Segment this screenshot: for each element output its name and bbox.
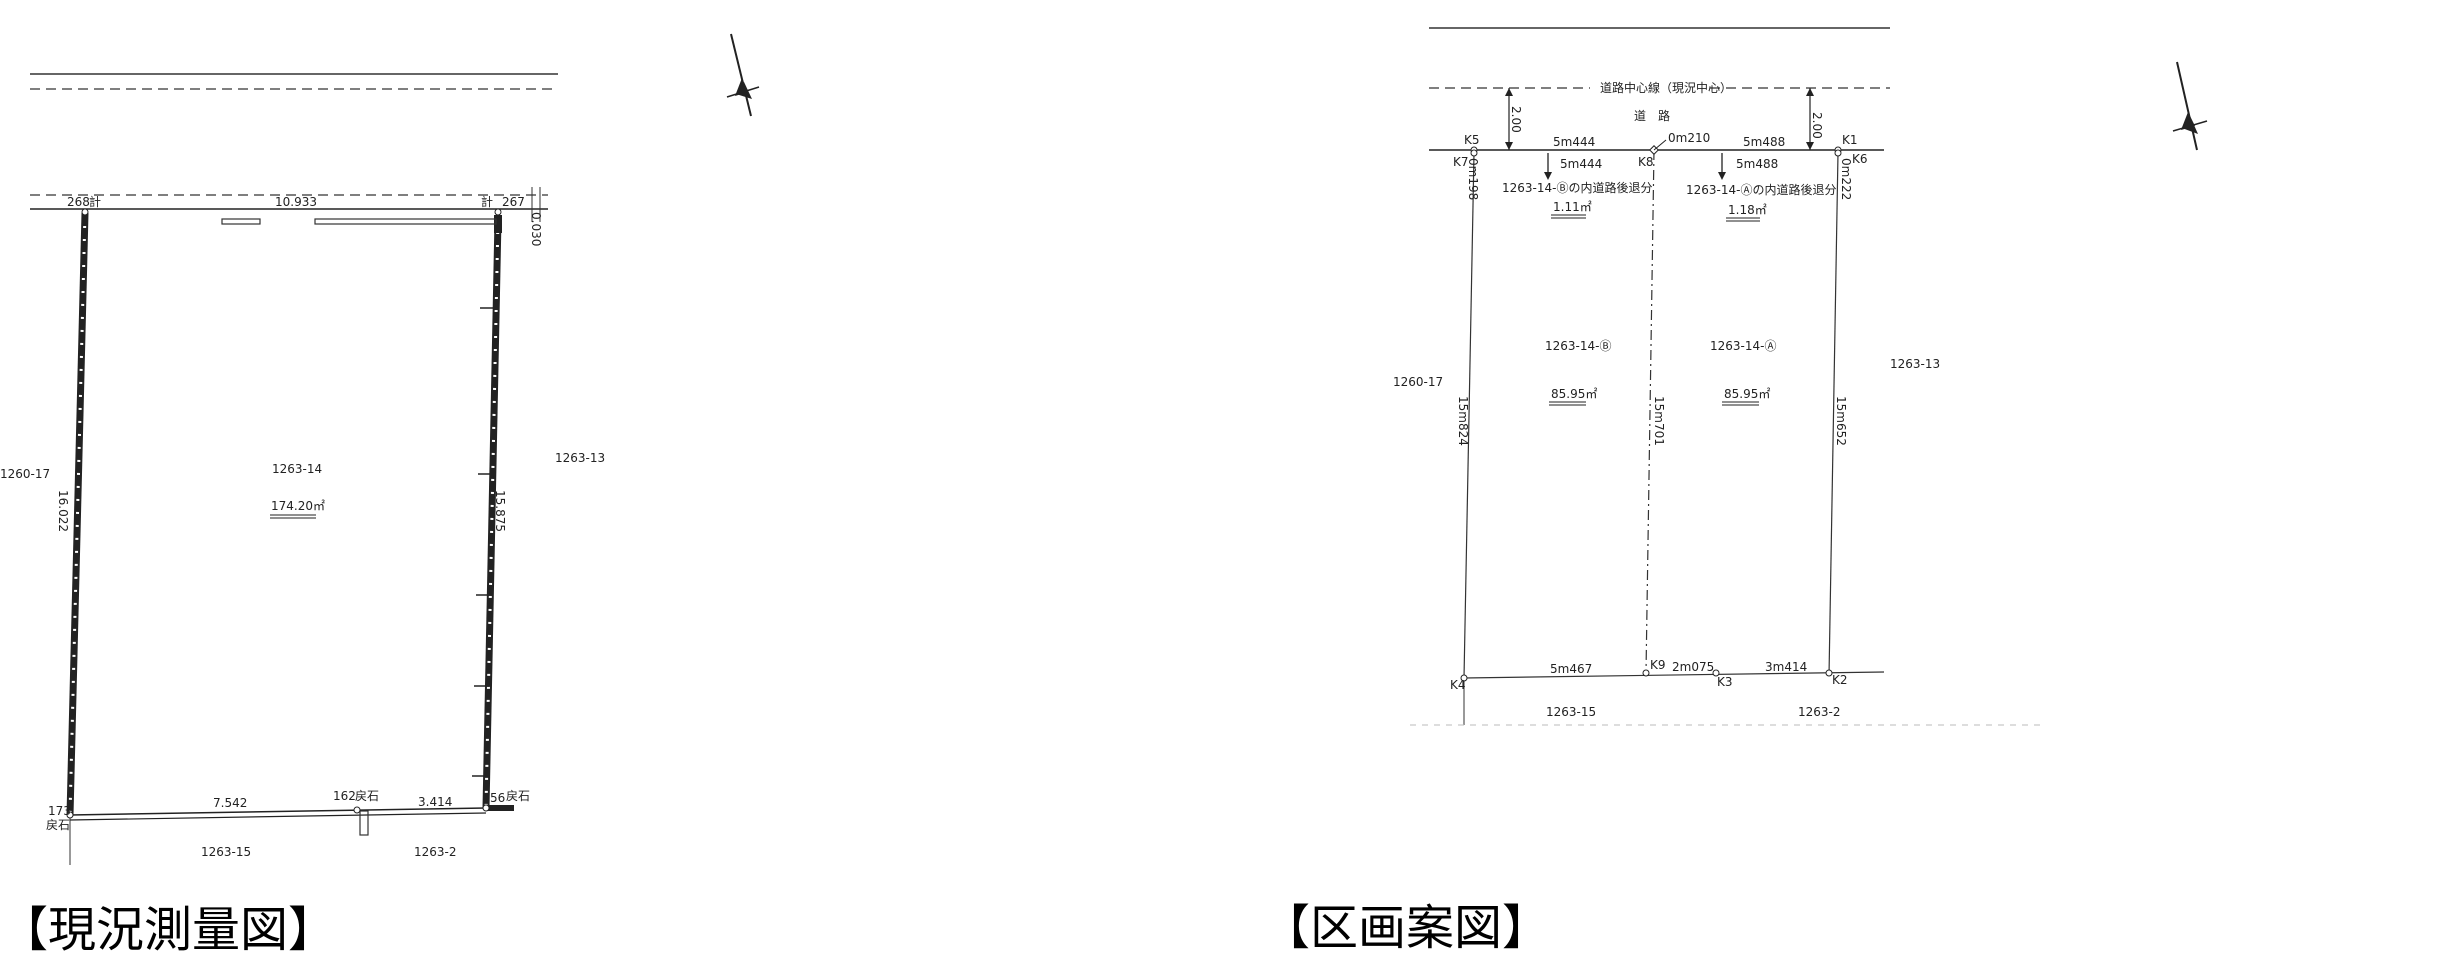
k1-label: K1 <box>1842 133 1858 147</box>
top-seg-right2: 5m488 <box>1736 157 1778 171</box>
top-seg-left: 5m444 <box>1553 135 1595 149</box>
left-boundary-wall <box>66 212 89 816</box>
setback-a-area: 1.18㎡ <box>1728 203 1767 217</box>
point-267 <box>494 208 502 216</box>
point-56 <box>482 804 490 812</box>
plan-neighbor-bottom-right: 1263-2 <box>1798 705 1841 719</box>
point-k4 <box>1460 674 1468 682</box>
lot-a-label: 1263-14-Ⓐ <box>1710 339 1776 353</box>
point-k3 <box>1712 669 1720 677</box>
plan-drawing: 道路中心線（現況中心） 道 路 2.00 2.00 <box>1393 27 2208 726</box>
survey-caption: 【現況測量図】 <box>0 902 337 958</box>
point-k2 <box>1825 669 1833 677</box>
k9-label: K9 <box>1650 658 1666 672</box>
left-length-label: 16.022 <box>56 490 70 532</box>
bottom-right-label: 3m414 <box>1765 660 1807 674</box>
plan-right-boundary <box>1828 152 1839 677</box>
plan-north-arrow-icon <box>2172 61 2208 151</box>
offset-value-label: 0.030 <box>529 212 543 246</box>
top-bar-left <box>221 218 261 225</box>
point-162-label: 162 <box>333 789 356 803</box>
ishi-162-label: 戻石 <box>355 789 379 803</box>
point-267-label: 267 <box>502 195 525 209</box>
survey-neighbor-bottom-right: 1263-2 <box>414 845 457 859</box>
point-k7 <box>1470 149 1478 157</box>
point-56-label: 56 <box>490 791 505 805</box>
survey-neighbor-left: 1260-17 <box>0 467 50 481</box>
k7-label: K7 <box>1453 155 1469 169</box>
k5-label: K5 <box>1464 133 1480 147</box>
plan-neighbor-right: 1263-13 <box>1890 357 1940 371</box>
plan-left-boundary <box>1463 152 1475 679</box>
plan-neighbor-bottom-left: 1263-15 <box>1546 705 1596 719</box>
lot-b-label: 1263-14-Ⓑ <box>1545 339 1611 353</box>
north-arrow-icon <box>726 33 760 117</box>
setback-b-label: 1263-14-Ⓑの内道路後退分 <box>1502 180 1652 195</box>
right-boundary-wall <box>482 218 502 809</box>
top-seg-left2: 5m444 <box>1560 157 1602 171</box>
k6-label: K6 <box>1852 152 1868 166</box>
right-length-label: 15.875 <box>493 490 507 532</box>
top-seg-right: 5m488 <box>1743 135 1785 149</box>
right-len-label: 15m652 <box>1834 396 1848 446</box>
setback-right-label: 2.00 <box>1810 112 1824 139</box>
point-268-label: 268 <box>67 195 90 209</box>
k3-label: K3 <box>1717 675 1733 689</box>
survey-lot-area: 174.20㎡ <box>271 499 325 513</box>
setback-left-label: 2.00 <box>1509 106 1523 133</box>
lot-b-area: 85.95㎡ <box>1551 387 1597 401</box>
point-k6 <box>1834 149 1842 157</box>
point-268 <box>81 208 89 216</box>
bottom-boundary <box>69 807 487 816</box>
plan-bottom-boundary <box>1463 671 1885 679</box>
right-short-label: 0m222 <box>1839 158 1853 200</box>
k2-label: K2 <box>1832 673 1848 687</box>
bottom-right-length-label: 3.414 <box>418 795 452 809</box>
k8-label: K8 <box>1638 155 1654 169</box>
ishi-56-label: 戻石 <box>506 789 530 803</box>
kei-mark-right: 計 <box>481 194 493 209</box>
survey-drawing: 268 計 10.933 計 267 0.030 16.022 15.875 1… <box>0 33 760 865</box>
road-center-label: 道路中心線（現況中心） <box>1600 80 1732 95</box>
bottom-mid-label: 2m075 <box>1672 660 1714 674</box>
k4-label: K4 <box>1450 678 1466 692</box>
survey-neighbor-bottom-left: 1263-15 <box>201 845 251 859</box>
point-k9 <box>1642 669 1650 677</box>
plan-neighbor-left: 1260-17 <box>1393 375 1443 389</box>
setback-a-label: 1263-14-Ⓐの内道路後退分 <box>1686 182 1836 197</box>
block-marker <box>359 810 369 836</box>
top-length-label: 10.933 <box>275 195 317 209</box>
top-bar-right <box>314 218 497 225</box>
point-173-label: 173 <box>48 804 71 818</box>
plan-caption: 【区画案図】 <box>1262 900 1551 956</box>
kei-mark-left: 計 <box>89 194 101 209</box>
top-seg-mid: 0m210 <box>1668 131 1710 145</box>
setback-b-area: 1.11㎡ <box>1553 200 1592 214</box>
point-162 <box>353 806 361 814</box>
bottom-left-length-label: 7.542 <box>213 796 247 810</box>
left-len-label: 15m824 <box>1456 396 1470 446</box>
point-173 <box>66 811 74 819</box>
plan-division-line <box>1645 149 1655 674</box>
road-label: 道 路 <box>1634 108 1670 123</box>
mid-len-label: 15m701 <box>1652 396 1666 446</box>
wall-ticks <box>472 307 495 777</box>
survey-neighbor-right: 1263-13 <box>555 451 605 465</box>
bottom-left-label: 5m467 <box>1550 662 1592 676</box>
survey-lot-number: 1263-14 <box>272 462 322 476</box>
lot-a-area: 85.95㎡ <box>1724 387 1770 401</box>
ishi-173-label: 戻石 <box>46 818 70 832</box>
left-short-label: 0m198 <box>1466 158 1480 200</box>
